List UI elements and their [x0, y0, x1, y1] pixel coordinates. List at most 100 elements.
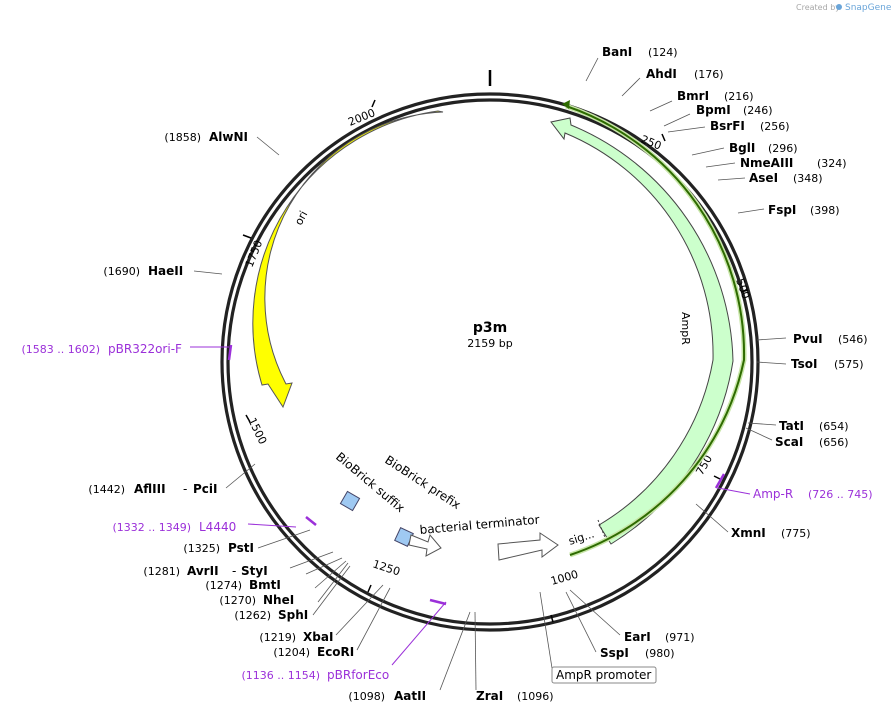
tick-1500: [245, 414, 251, 423]
enzyme-asei-name: AseI: [749, 171, 778, 185]
enzyme-asei-pos: (348): [793, 172, 823, 185]
primer-pbrforeco-name: pBRforEco: [327, 668, 389, 682]
enzyme-xmni-name: XmnI: [731, 526, 766, 540]
bacterial-terminator-feature[interactable]: [497, 532, 559, 561]
enzyme-bpmi-pos: (246): [743, 104, 773, 117]
enzyme-bmri-pos: (216): [724, 90, 754, 103]
enzyme-eari-name: EarI: [624, 630, 651, 644]
enzyme-psti-pos: (1325): [183, 542, 220, 555]
ampr-promoter-leader: [539, 591, 553, 669]
enzyme-bmri-name: BmrI: [677, 89, 709, 103]
enzyme-alwni-name: AlwNI: [209, 130, 248, 144]
primer-leaders: [190, 346, 751, 666]
enzyme-pcii-name: PciI: [193, 482, 218, 496]
enzyme-afliii-name: AflIII: [134, 482, 166, 496]
enzyme-bpmi-name: BpmI: [696, 103, 731, 117]
biobrick-suffix-feature[interactable]: [339, 490, 361, 512]
biobrick-prefix-arrow: [408, 533, 442, 557]
plasmid-name: p3m: [473, 320, 507, 336]
primer-marks: [227, 344, 726, 606]
enzyme-pvui-name: PvuI: [793, 332, 823, 346]
enzyme-nmeaiii-pos: (324): [817, 157, 847, 170]
enzyme-bmti-pos: (1274): [205, 579, 242, 592]
enzyme-avrii-pos: (1281): [143, 565, 180, 578]
enzyme-tati-name: TatI: [779, 419, 804, 433]
enzyme-alwni-pos: (1858): [164, 131, 201, 144]
enzyme-sspi-name: SspI: [600, 646, 629, 660]
enzyme-bmti-name: BmtI: [249, 578, 281, 592]
enzyme-haeii-pos: (1690): [103, 265, 140, 278]
primer-bind-arrowhead: [562, 100, 570, 109]
enzyme-bsrfi-name: BsrFI: [710, 119, 745, 133]
enzyme-scai-pos: (656): [819, 436, 849, 449]
enzyme-zrai-name: ZraI: [476, 689, 503, 703]
enzyme-bani-name: BanI: [602, 45, 632, 59]
enzyme-psti-name: PstI: [228, 541, 254, 555]
tick-1000: [550, 614, 554, 623]
credit-brand: SnapGene: [845, 3, 892, 13]
primer-ampr-range: (726 .. 745): [808, 488, 873, 501]
enzyme-eari-pos: (971): [665, 631, 695, 644]
enzyme-xbai-pos: (1219): [259, 631, 296, 644]
enzyme-zrai-pos: (1096): [517, 690, 554, 703]
snapgene-logo-icon: [836, 4, 842, 10]
enzyme-sphi-pos: (1262): [234, 609, 271, 622]
ampr-promoter-box[interactable]: [551, 666, 657, 684]
enzyme-xbai-name: XbaI: [303, 630, 333, 644]
enzyme-styi-name: StyI: [241, 564, 268, 578]
enzyme-avrii-name: AvrII: [187, 564, 219, 578]
enzyme-aatii-name: AatII: [394, 689, 426, 703]
tick-marks: [242, 99, 749, 623]
enzyme-bgli-name: BglI: [729, 141, 755, 155]
primer-l4440-range: (1332 .. 1349): [112, 521, 191, 534]
tick-250: [661, 133, 666, 142]
enzyme-tsoi-pos: (575): [834, 358, 864, 371]
enzyme-sspi-pos: (980): [645, 647, 675, 660]
enzyme-sphi-name: SphI: [278, 608, 308, 622]
backbone-inner: [226, 98, 754, 626]
enzyme-separator-dash-2: -: [183, 482, 187, 496]
tick-label-1250: 1250: [371, 557, 402, 578]
ampr-label: AmpR: [679, 312, 692, 345]
enzyme-nmeaiii-name: NmeAIII: [740, 156, 793, 170]
enzyme-scai-name: ScaI: [775, 435, 803, 449]
enzyme-ecori-pos: (1204): [273, 646, 310, 659]
enzyme-pvui-pos: (546): [838, 333, 868, 346]
ampr-promoter-label: AmpR promoter: [556, 668, 651, 682]
ampr-feature[interactable]: [550, 117, 734, 545]
ampr-signal-divider: [597, 519, 607, 541]
enzyme-fspi-name: FspI: [768, 203, 796, 217]
tick-750: [713, 475, 721, 480]
enzyme-ahdi-pos: (176): [694, 68, 724, 81]
primer-pbrforeco-range: (1136 .. 1154): [241, 669, 320, 682]
tick-2000: [371, 99, 376, 108]
bacterial-terminator-label: bacterial terminator: [419, 513, 540, 537]
enzyme-nhei-name: NheI: [263, 593, 294, 607]
primer-pbr322ori-name: pBR322ori-F: [108, 342, 182, 356]
primer-l4440-name: L4440: [199, 520, 236, 534]
ori-label: ori: [292, 209, 310, 228]
primer-ampr-name: Amp-R: [753, 487, 793, 501]
enzyme-afliii-pos: (1442): [88, 483, 125, 496]
enzyme-nhei-pos: (1270): [219, 594, 256, 607]
plasmid-length: 2159 bp: [467, 337, 512, 350]
enzyme-separator-dash: -: [232, 564, 236, 578]
enzyme-bani-pos: (124): [648, 46, 678, 59]
enzyme-xmni-pos: (775): [781, 527, 811, 540]
primer-bind-line: [565, 105, 746, 556]
enzyme-bsrfi-pos: (256): [760, 120, 790, 133]
enzyme-bgli-pos: (296): [768, 142, 798, 155]
tick-1250: [367, 584, 372, 593]
ori-feature[interactable]: [252, 110, 444, 409]
tick-500: [740, 289, 749, 293]
tick-label-1000: 1000: [549, 568, 579, 588]
backbone-outer: [220, 92, 760, 632]
enzyme-tsoi-name: TsoI: [791, 357, 817, 371]
enzyme-ahdi-name: AhdI: [646, 67, 677, 81]
enzyme-tati-pos: (654): [819, 420, 849, 433]
enzyme-haeii-name: HaeII: [148, 264, 183, 278]
primer-pbr322ori-range: (1583 .. 1602): [21, 343, 100, 356]
tick-1750: [242, 234, 252, 239]
enzyme-fspi-pos: (398): [810, 204, 840, 217]
